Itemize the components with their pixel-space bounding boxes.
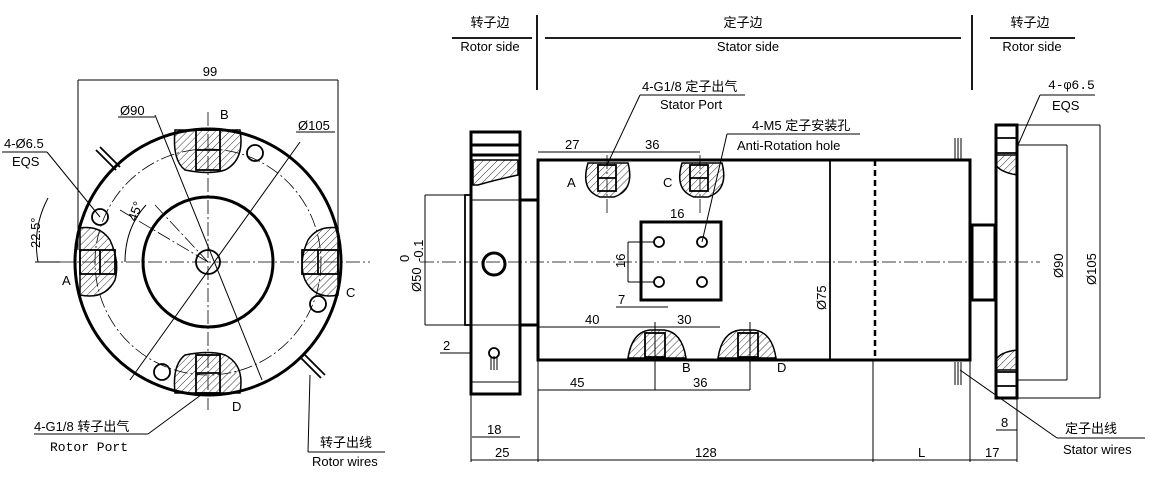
dim-99: 99 <box>203 64 217 79</box>
dim-dia-50: Ø50 <box>409 267 424 292</box>
port-b-label: B <box>220 107 229 122</box>
dim-25: 25 <box>495 445 509 460</box>
side-port-c: C <box>663 175 672 190</box>
port-a-label: A <box>62 273 71 288</box>
dim-L: L <box>918 445 925 460</box>
side-holes-label: 4-φ6.5 <box>1048 78 1095 93</box>
stator-wires-cn: 定子出线 <box>1065 421 1117 436</box>
port-c-label: C <box>346 285 355 300</box>
dim-7: 7 <box>618 292 625 307</box>
dia-105-label: Ø105 <box>298 118 330 133</box>
dimensions: 27 36 16 16 7 40 30 45 36 2 18 25 128 L <box>397 124 1101 462</box>
dim-128: 128 <box>695 445 717 460</box>
stator-wires-icon <box>954 138 962 385</box>
anti-rotation-cn: 4-M5 定子安装孔 <box>752 118 850 133</box>
dim-27: 27 <box>565 137 579 152</box>
dim-36-bottom: 36 <box>693 375 707 390</box>
side-holes-sub: EQS <box>1052 98 1080 113</box>
anti-rotation-plate <box>639 220 723 302</box>
dim-18: 18 <box>487 422 501 437</box>
stator-side-cn: 定子边 <box>723 15 762 30</box>
front-holes-label: 4-Ø6.5 <box>4 136 44 151</box>
rotor-side-left-en: Rotor side <box>460 39 519 54</box>
dim-dia-50-tol-upper: 0 <box>397 255 412 262</box>
stator-side-en: Stator side <box>717 39 779 54</box>
front-holes-sub: EQS <box>12 154 40 169</box>
dim-45: 45 <box>570 375 584 390</box>
stator-port-en: Stator Port <box>660 97 723 112</box>
angle-45: 45° <box>125 199 146 223</box>
rotor-wires-en: Rotor wires <box>312 454 378 469</box>
dim-40: 40 <box>585 312 599 327</box>
dim-dia-50-tol-lower: -0.1 <box>411 240 426 262</box>
dim-16-h: 16 <box>670 206 684 221</box>
side-port-a: A <box>567 175 576 190</box>
stator-wires-en: Stator wires <box>1063 442 1132 457</box>
dim-17: 17 <box>985 445 999 460</box>
dia-90-label: Ø90 <box>120 103 145 118</box>
side-port-d: D <box>777 360 786 375</box>
stator-body <box>536 158 972 362</box>
rotor-side-right-cn: 转子边 <box>1010 15 1049 30</box>
front-view: 99 Ø90 Ø105 4-Ø6.5 EQS <box>2 64 385 469</box>
dim-36-top: 36 <box>645 137 659 152</box>
right-flange <box>994 123 1019 400</box>
dim-8: 8 <box>1001 415 1008 430</box>
wire-connector-icon <box>488 347 500 370</box>
dim-30: 30 <box>677 312 691 327</box>
dim-dia-105: Ø105 <box>1084 253 1099 285</box>
rotor-port-cn: 4-G1/8 转子出气 <box>34 419 129 434</box>
rotor-port-en: Rotor Port <box>50 440 128 455</box>
stator-port-cn: 4-G1/8 定子出气 <box>642 79 737 94</box>
rotor-side-right-en: Rotor side <box>1002 39 1061 54</box>
angle-22-5: 22.5° <box>28 217 43 248</box>
dim-2: 2 <box>443 338 450 353</box>
header-zones: 转子边 Rotor side 定子边 Stator side 转子边 Rotor… <box>452 15 1075 90</box>
side-view: A C B D 27 36 16 16 7 <box>397 78 1145 462</box>
dim-16-v: 16 <box>613 254 628 268</box>
rotor-wires-cn: 转子出线 <box>320 435 372 450</box>
port-d-label: D <box>232 399 241 414</box>
dim-dia-90: Ø90 <box>1051 253 1066 278</box>
anti-rotation-en: Anti-Rotation hole <box>737 138 840 153</box>
dim-dia-75: Ø75 <box>814 285 829 310</box>
rotor-wires-icon <box>95 146 326 379</box>
rotor-side-left-cn: 转子边 <box>470 15 509 30</box>
side-port-b: B <box>682 360 691 375</box>
